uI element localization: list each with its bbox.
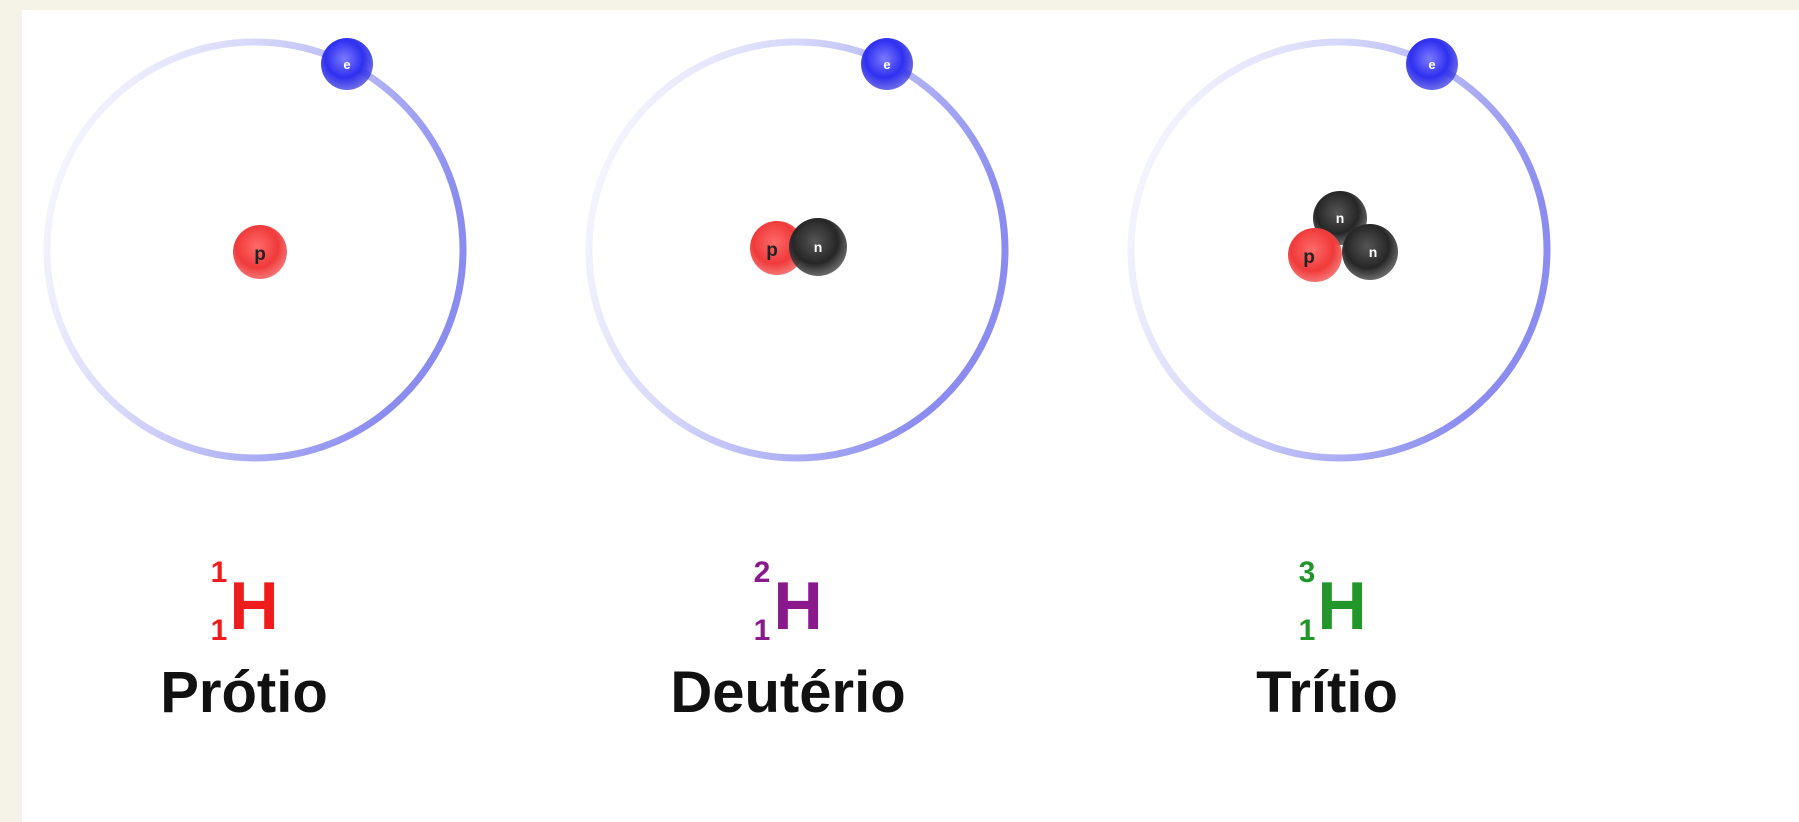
- proton-protium: [233, 225, 287, 279]
- atomic-number: 1: [754, 614, 771, 647]
- neutron-label: n: [814, 239, 823, 255]
- isotope-name: Trítio: [1256, 660, 1398, 725]
- isotope-notation-protium: 1 1 H Prótio: [160, 556, 328, 725]
- mass-number: 1: [211, 556, 228, 589]
- neutron-tritium-right: [1342, 224, 1398, 280]
- atom-protium: e p: [43, 38, 467, 462]
- mass-number: 2: [754, 556, 771, 589]
- orbit-tritium: [1127, 38, 1551, 462]
- neutron-label: n: [1369, 244, 1378, 260]
- atomic-number: 1: [1299, 614, 1316, 647]
- element-symbol: H: [229, 568, 278, 644]
- electron-label: e: [1428, 57, 1435, 72]
- isotope-notation-deuterium: 2 1 H Deutério: [670, 556, 905, 725]
- mass-number: 3: [1299, 556, 1316, 589]
- neutron-deuterium: [789, 218, 847, 276]
- proton-tritium: [1288, 228, 1342, 282]
- proton-label: p: [766, 240, 778, 261]
- atom-deuterium: e p n: [585, 38, 1009, 462]
- electron-label: e: [883, 57, 890, 72]
- electron-tritium: [1406, 38, 1458, 90]
- neutron-label: n: [1336, 210, 1345, 226]
- orbit-deuterium: [585, 38, 1009, 462]
- electron-label: e: [343, 57, 350, 72]
- element-symbol: H: [1317, 568, 1366, 644]
- proton-label: p: [1303, 247, 1315, 268]
- diagram-panel: [22, 10, 1799, 822]
- atom-tritium: e n p n: [1127, 38, 1551, 462]
- proton-deuterium: [750, 221, 804, 275]
- element-symbol: H: [773, 568, 822, 644]
- isotope-name: Deutério: [670, 660, 905, 725]
- isotope-name: Prótio: [160, 660, 328, 725]
- electron-protium: [321, 38, 373, 90]
- proton-label: p: [254, 244, 266, 265]
- isotope-notation-tritium: 3 1 H Trítio: [1256, 556, 1398, 725]
- orbit-protium: [43, 38, 467, 462]
- atomic-number: 1: [211, 614, 228, 647]
- electron-deuterium: [861, 38, 913, 90]
